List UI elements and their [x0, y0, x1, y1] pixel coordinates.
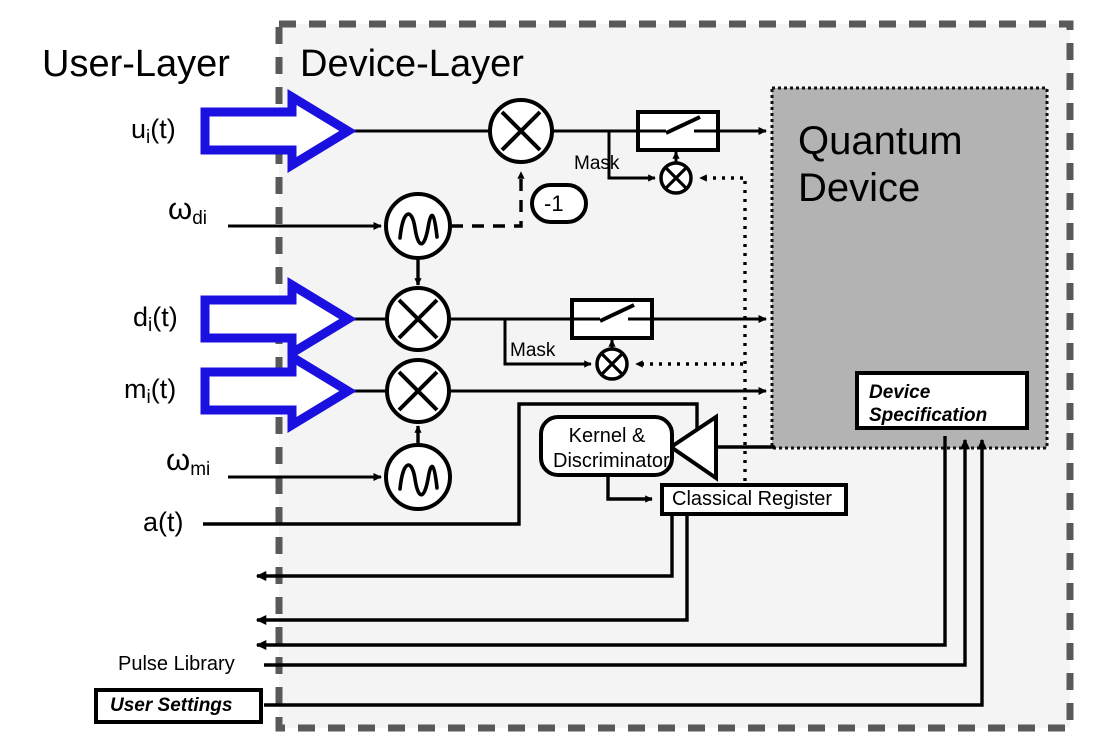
feedback-line-register-b — [255, 516, 689, 625]
mixer-u-stroke-b — [500, 110, 542, 152]
user-layer-title: User-Layer — [42, 43, 230, 85]
signal-label-d: di(t) — [133, 302, 178, 336]
signal-u-sub: i — [146, 127, 151, 148]
mask-mixer-u-stroke-b — [664, 166, 688, 190]
signal-label-omega-m: ωmi — [166, 442, 210, 479]
signal-label-a: a(t) — [143, 507, 184, 537]
kernel-to-register-line — [606, 475, 653, 503]
mask-label-bottom: Mask — [510, 340, 556, 361]
mixer-d-stroke-b — [397, 298, 439, 340]
blue-arrow-u — [200, 89, 357, 173]
blue-arrow-d — [200, 277, 357, 361]
inverter-label: -1 — [544, 191, 564, 216]
signal-label-omega-d: ωdi — [168, 191, 207, 228]
device-layer-title: Device-Layer — [300, 43, 524, 85]
signal-d-tail: (t) — [152, 302, 178, 332]
kernel-discriminator-label: Kernel & Discriminator — [553, 424, 670, 474]
signal-label-u: ui(t) — [131, 114, 176, 148]
oscillator-m-wave — [398, 463, 439, 497]
signal-omegad-base: ω — [168, 191, 193, 226]
blue-arrow-m — [200, 349, 357, 433]
mixer-m-stroke-b — [397, 370, 439, 412]
feedback-line-device-c — [255, 436, 947, 650]
mask-label-top: Mask — [574, 153, 620, 174]
signal-omegad-sub: di — [192, 208, 208, 229]
u-mask-branch — [607, 131, 656, 182]
device-specification-line1: Device — [869, 382, 931, 403]
mask-mixer-d-stroke-b — [600, 352, 624, 376]
classical-register-label: Classical Register — [672, 488, 833, 510]
oscillator-d-wave — [398, 212, 439, 246]
device-specification-label: Device Specification — [869, 382, 987, 428]
classical-register-box — [660, 483, 848, 516]
inverter-bubble — [530, 183, 588, 224]
signal-d-base: d — [133, 302, 149, 332]
user-settings-label: User Settings — [110, 695, 233, 716]
quantum-device-line1: Quantum — [798, 119, 963, 163]
user-settings-line — [264, 438, 987, 707]
quantum-device-line2: Device — [798, 166, 921, 211]
oscillator-d-icon — [384, 192, 452, 260]
signal-m-tail: (t) — [150, 374, 177, 404]
switch-d-blade — [599, 303, 635, 323]
signal-omegam-sub: mi — [190, 459, 211, 480]
signal-u-base: u — [131, 114, 147, 144]
quantum-device-label: Quantum Device — [798, 118, 963, 212]
kernel-line2: Discriminator — [553, 450, 670, 472]
signal-omegam-base: ω — [166, 442, 191, 477]
d-mask-branch — [503, 319, 592, 368]
pulse-library-label: Pulse Library — [118, 653, 235, 675]
device-specification-line2: Specification — [869, 404, 988, 426]
switch-u-blade — [665, 115, 701, 135]
signal-label-m: mi(t) — [124, 374, 177, 408]
lo-d-dashed-to-mixer-u — [451, 171, 525, 228]
a-signal-route — [203, 402, 699, 526]
signal-m-sub: i — [146, 387, 151, 408]
pulse-library-line — [264, 438, 970, 667]
user-settings-box — [94, 688, 263, 724]
oscillator-m-icon — [384, 443, 452, 511]
signal-m-base: m — [124, 374, 147, 404]
feedback-line-register-a — [255, 516, 674, 581]
signal-u-tail: (t) — [150, 114, 176, 144]
kernel-line1: Kernel & — [568, 425, 646, 447]
device-specification-box — [855, 371, 1029, 430]
signal-d-sub: i — [148, 315, 153, 336]
